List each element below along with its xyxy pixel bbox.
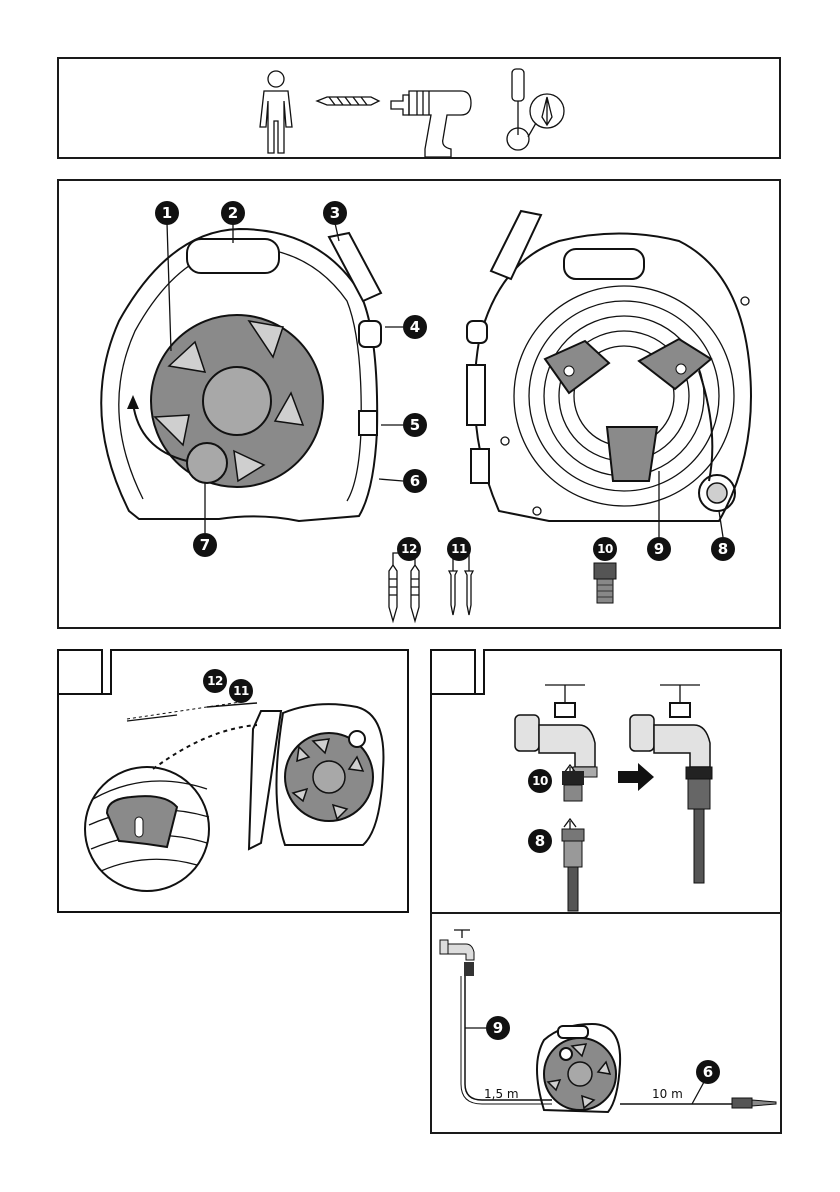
hose-reel-front-view [101, 229, 381, 521]
callout-6-layout: 6 [696, 1060, 720, 1084]
callout-10-connect: 10 [528, 769, 552, 793]
svg-text:6: 6 [703, 1063, 713, 1081]
crank-handle [187, 443, 227, 483]
svg-text:3: 3 [330, 204, 340, 222]
svg-text:8: 8 [535, 832, 545, 850]
callout-5: 5 [403, 413, 427, 437]
mounting-panel: 12 11 [57, 649, 409, 913]
svg-text:11: 11 [233, 684, 249, 698]
tap-adapter-icon [594, 563, 616, 603]
reel-hub [203, 367, 271, 435]
step-box [58, 650, 102, 694]
callout-11: 11 [447, 537, 471, 561]
water-tap-small [440, 930, 474, 976]
callout-8-connect: 8 [528, 829, 552, 853]
svg-text:6: 6 [410, 472, 420, 490]
callout-12: 12 [397, 537, 421, 561]
callout-9: 9 [647, 537, 671, 561]
svg-text:2: 2 [228, 204, 238, 222]
wall-plugs-icon [389, 553, 419, 621]
hose-reel-in-use [537, 1024, 620, 1112]
power-drill-icon [391, 91, 471, 157]
connection-panel: 10 8 [430, 649, 782, 914]
callout-11-mount: 11 [229, 679, 253, 703]
hose-short-length-label: 1,5 m [484, 1087, 519, 1101]
person-icon [260, 71, 292, 153]
callout-4: 4 [403, 315, 427, 339]
screws-icon [449, 553, 473, 615]
wall-bracket-bottom [607, 427, 657, 481]
callout-3: 3 [323, 201, 347, 225]
hose-long-length-label: 10 m [652, 1087, 683, 1101]
callout-7: 7 [193, 533, 217, 557]
layout-panel: 1,5 m 10 m 9 6 [430, 912, 782, 1134]
callout-9-layout: 9 [486, 1016, 510, 1040]
svg-text:8: 8 [718, 540, 728, 558]
svg-text:10: 10 [597, 542, 613, 556]
drill-bit-icon [317, 97, 379, 105]
hose-reel-back-view [467, 211, 751, 521]
callout-12-mount: 12 [203, 669, 227, 693]
carry-handle [187, 239, 279, 273]
svg-text:1: 1 [162, 204, 172, 222]
svg-text:10: 10 [532, 774, 548, 788]
svg-text:9: 9 [493, 1019, 503, 1037]
step-box [431, 650, 475, 694]
callout-2: 2 [221, 201, 245, 225]
callout-10: 10 [593, 537, 617, 561]
svg-text:12: 12 [207, 674, 223, 688]
callout-6: 6 [403, 469, 427, 493]
hose-nozzle [329, 233, 381, 301]
svg-text:7: 7 [200, 536, 210, 554]
svg-text:12: 12 [401, 542, 417, 556]
svg-text:4: 4 [410, 318, 420, 336]
svg-text:5: 5 [410, 416, 420, 434]
wall-bracket-left [545, 341, 609, 393]
wall-bracket-right [639, 339, 711, 389]
callout-1: 1 [155, 201, 179, 225]
screwdriver-icon [507, 69, 564, 150]
svg-text:9: 9 [654, 540, 664, 558]
tools-panel [57, 57, 781, 159]
svg-text:11: 11 [451, 542, 467, 556]
callout-8: 8 [711, 537, 735, 561]
parts-panel: 1 2 3 4 5 6 7 8 9 10 11 12 [57, 179, 781, 629]
